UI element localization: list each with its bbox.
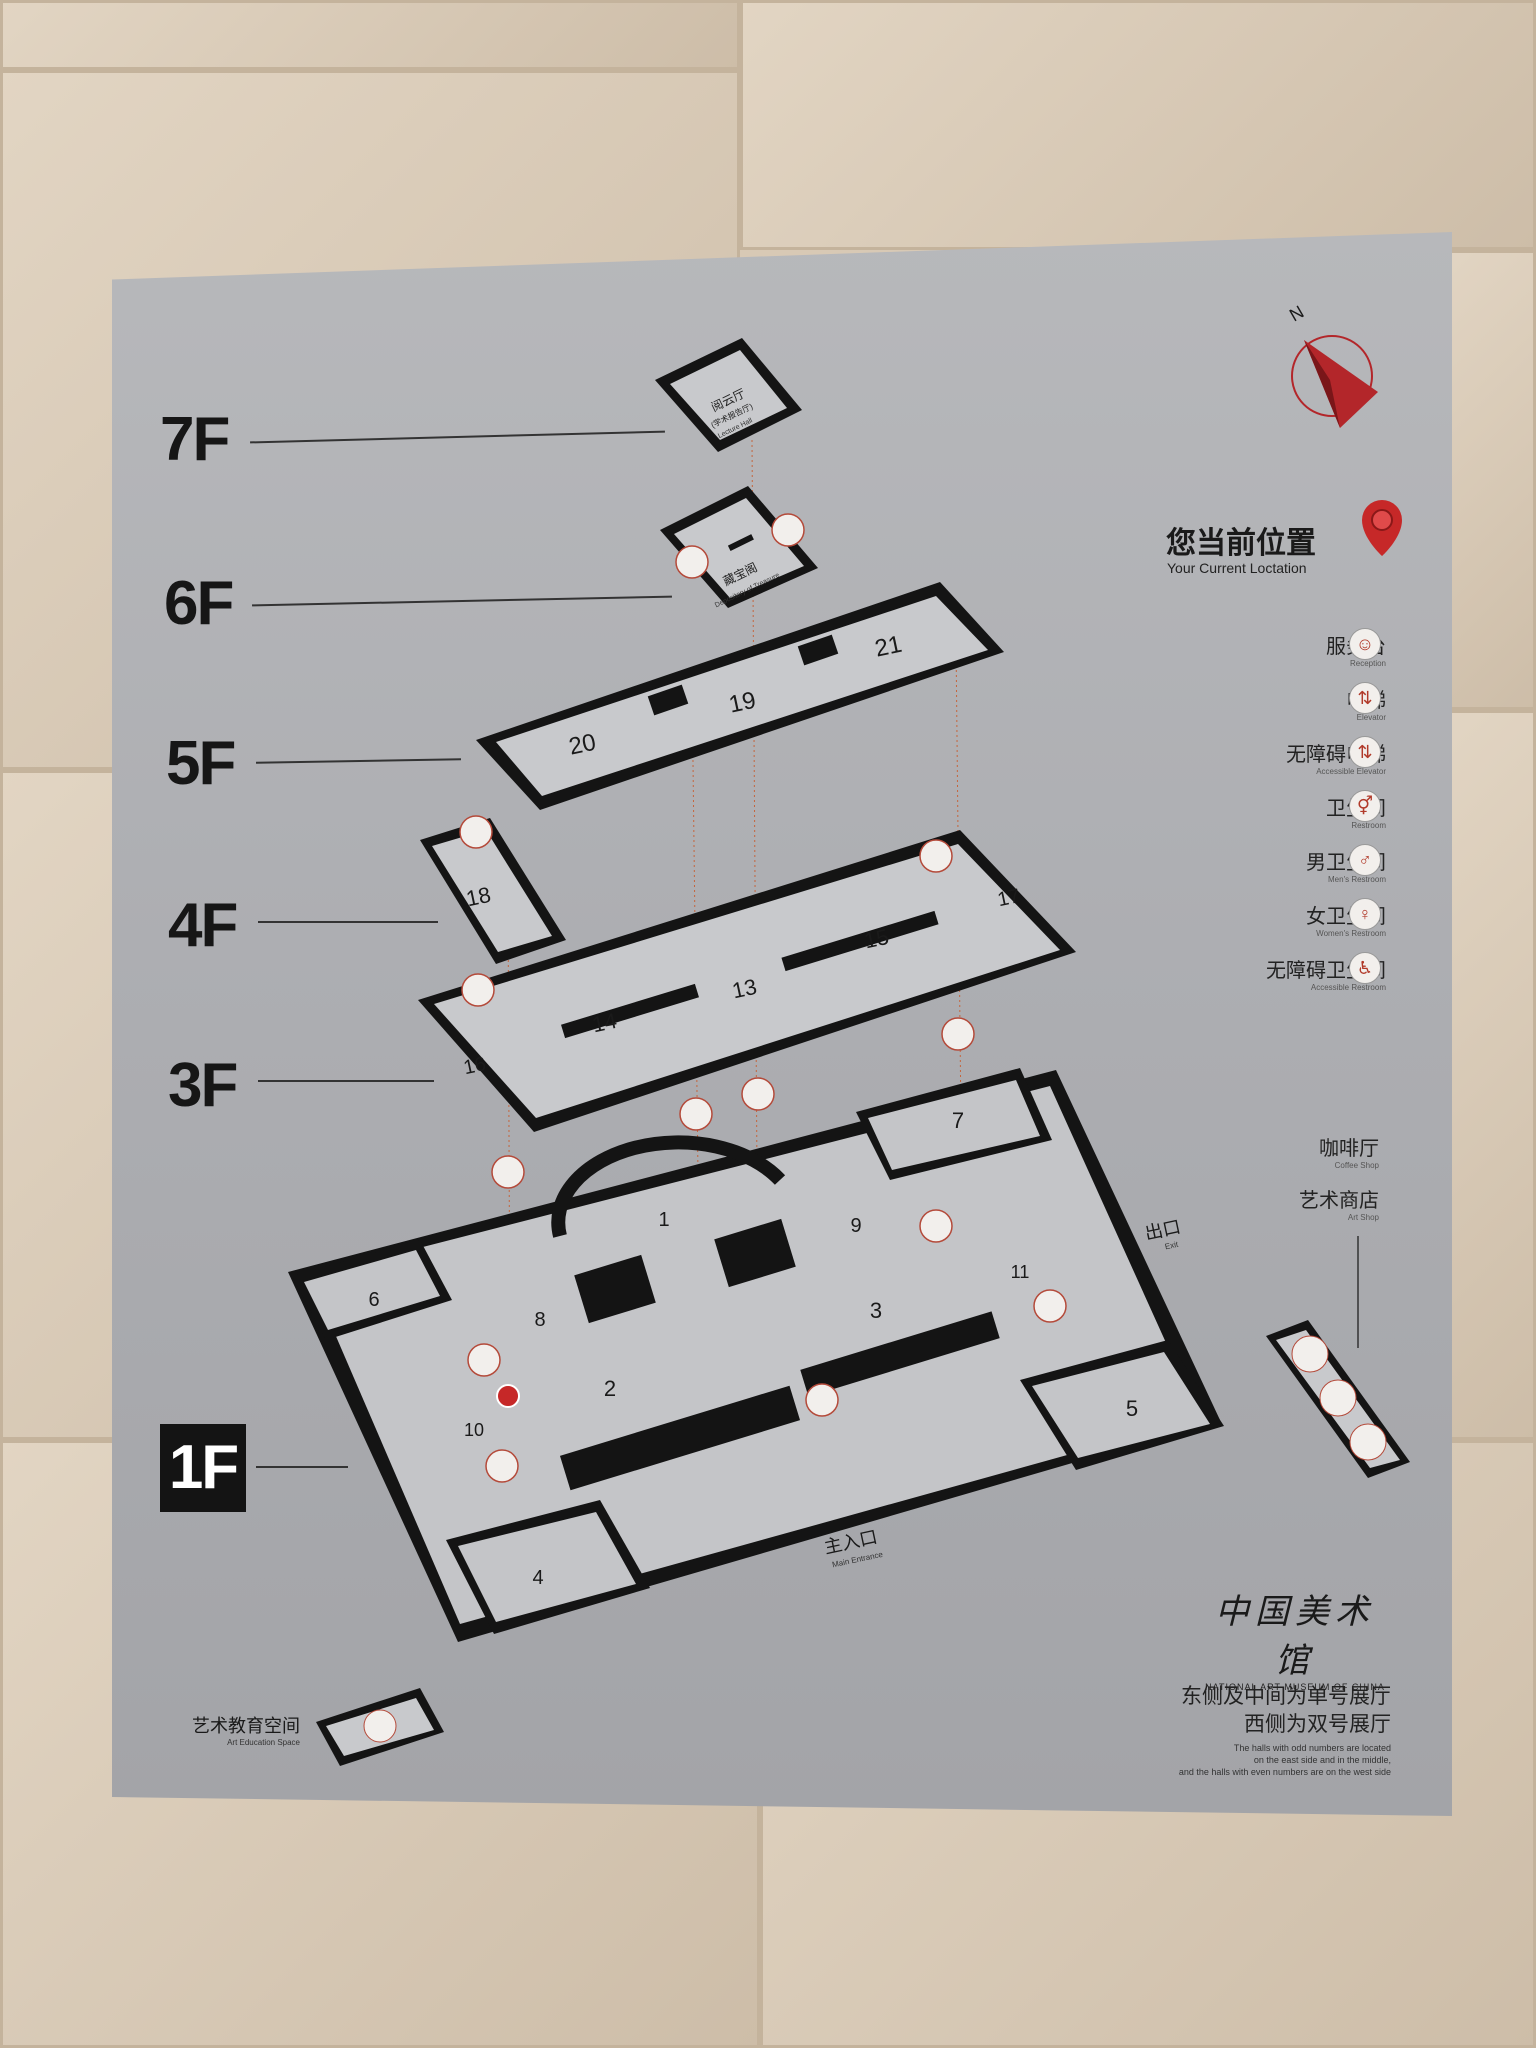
hall-17-label: 17 <box>996 885 1022 911</box>
art-shop-label: 艺术商店 Art Shop <box>1299 1184 1379 1222</box>
wall-tile <box>1440 250 1536 710</box>
floor-leader-3f <box>258 1080 434 1082</box>
womens-restroom-icon <box>771 513 805 547</box>
amenities-strip <box>1266 1236 1410 1478</box>
legend-sublabel: Women's Restroom <box>1316 929 1386 938</box>
art-education-icon <box>363 1709 397 1743</box>
womens-restroom-icon: ♀ <box>1349 898 1381 930</box>
wall-tile <box>740 0 1536 250</box>
legend-sublabel: Restroom <box>1351 821 1386 830</box>
hall-5-label: 5 <box>1126 1396 1138 1421</box>
elevator-icon: ⇅ <box>1349 682 1381 714</box>
note-en-line3: and the halls with even numbers are on t… <box>1178 1767 1391 1777</box>
restroom-icon <box>1349 1423 1387 1461</box>
museum-logo: 中国美术馆 NATIONAL ART MUSEUM OF CHINA <box>1196 1584 1394 1692</box>
exit-en: Exit <box>1164 1240 1180 1252</box>
hall-6-label: 6 <box>368 1289 379 1311</box>
current-location-subtitle: Your Current Loctation <box>1167 560 1307 576</box>
note-zh-line2: 西侧为双号展厅 <box>1244 1713 1391 1736</box>
accessible-restroom-icon <box>485 1449 519 1483</box>
hall-4-label: 4 <box>532 1567 543 1589</box>
compass-icon: N <box>1286 302 1378 428</box>
accessible-restroom-icon: ♿ <box>1349 952 1381 984</box>
hall-19-label: 19 <box>727 687 759 719</box>
hall-13-label: 13 <box>730 974 759 1004</box>
hall-21-label: 21 <box>873 631 905 663</box>
art-shop-zh: 艺术商店 <box>1299 1190 1379 1212</box>
legend-sublabel: Elevator <box>1356 713 1386 722</box>
hall-9-label: 9 <box>850 1215 861 1237</box>
legend-sublabel: Accessible Elevator <box>1316 767 1386 776</box>
hall-11-label: 11 <box>1011 1262 1030 1282</box>
compass-north-label: N <box>1286 302 1307 326</box>
floor-3f-plan: 16 14 13 15 17 <box>418 830 1076 1132</box>
art-education-label: 艺术教育空间 Art Education Space <box>176 1712 300 1747</box>
floor-leader-1f <box>256 1466 348 1468</box>
mens-restroom-icon: ♂ <box>1349 844 1381 876</box>
floor-label-5f: 5F <box>166 729 236 798</box>
floor-leader-4f <box>258 921 438 923</box>
accessible-elevator-icon: ⇅ <box>1349 736 1381 768</box>
legend-sublabel: Accessible Restroom <box>1310 983 1386 992</box>
wall-tile <box>0 0 740 70</box>
art-education-space-plan <box>316 1688 444 1766</box>
restroom-icon <box>919 839 953 873</box>
art-education-zh: 艺术教育空间 <box>192 1716 300 1736</box>
mens-restroom-icon <box>675 545 709 579</box>
floor-label-4f: 4F <box>168 891 238 960</box>
reception-icon: ☺ <box>1349 628 1381 660</box>
hall-7-label: 7 <box>952 1108 964 1133</box>
current-location-pin-icon <box>1362 500 1402 556</box>
hall-8-label: 8 <box>534 1309 545 1331</box>
restroom-icon <box>459 815 493 849</box>
art-education-en: Art Education Space <box>227 1738 300 1747</box>
hall-20-label: 20 <box>567 729 599 761</box>
note-en-line1: The halls with odd numbers are located <box>1233 1743 1391 1753</box>
womens-restroom-icon <box>467 1343 501 1377</box>
floor-label-1f: 1F <box>160 1424 246 1512</box>
hall-16-label: 16 <box>462 1053 488 1079</box>
mens-restroom-icon <box>919 1209 953 1243</box>
coffee-shop-zh: 咖啡厅 <box>1319 1138 1379 1160</box>
hall-18-label: 18 <box>464 882 493 912</box>
restroom-icon: ⚥ <box>1349 790 1381 822</box>
coffee-cup-icon <box>1319 1379 1357 1417</box>
art-shop-gift-icon <box>1291 1335 1329 1373</box>
accessible-elevator-icon <box>491 1155 525 1189</box>
reception-icon <box>805 1383 839 1417</box>
floor-label-7f: 7F <box>160 405 230 474</box>
map-icon-markers <box>459 513 1067 1483</box>
floor-5f-plan: 20 19 21 <box>476 582 1004 810</box>
floor-4f-plan: 18 <box>420 818 566 964</box>
art-shop-en: Art Shop <box>1347 1213 1379 1222</box>
wall-tile <box>1440 710 1536 1440</box>
accessible-restroom-icon <box>1033 1289 1067 1323</box>
hall-15-label: 15 <box>862 924 891 954</box>
floor-label-3f: 3F <box>168 1051 238 1120</box>
elevator-icon <box>741 1077 775 1111</box>
current-location-title: 您当前位置 <box>1166 527 1316 560</box>
legend-sublabel: Men's Restroom <box>1328 875 1386 884</box>
elevator-icon <box>941 1017 975 1051</box>
current-location-marker <box>496 1384 520 1408</box>
hall-1-label: 1 <box>658 1209 669 1231</box>
floor-1f-plan: 1 2 3 4 5 6 7 8 9 10 11 主入口 Main Entranc… <box>288 1068 1224 1642</box>
hall-2-label: 2 <box>604 1376 616 1401</box>
museum-logo-zh: 中国美术馆 <box>1215 1592 1375 1681</box>
legend-sublabel: Reception <box>1349 659 1386 668</box>
hall-3-label: 3 <box>870 1298 882 1323</box>
note-en-line2: on the east side and in the middle, <box>1253 1755 1391 1765</box>
coffee-shop-en: Coffee Shop <box>1334 1161 1379 1170</box>
hall-14-label: 14 <box>590 1008 619 1038</box>
elevator-icon <box>679 1097 713 1131</box>
restroom-icon <box>461 973 495 1007</box>
hall-10-label: 10 <box>464 1420 484 1440</box>
coffee-shop-label: 咖啡厅 Coffee Shop <box>1319 1132 1379 1170</box>
museum-logo-en: NATIONAL ART MUSEUM OF CHINA <box>1205 1682 1385 1692</box>
floor-7f-plan: 阅云厅 (学术报告厅) Lecture Hall <box>655 338 802 452</box>
note-zh-line1: 东侧及中间为单号展厅 <box>1181 1685 1391 1708</box>
floor-label-6f: 6F <box>164 569 234 638</box>
